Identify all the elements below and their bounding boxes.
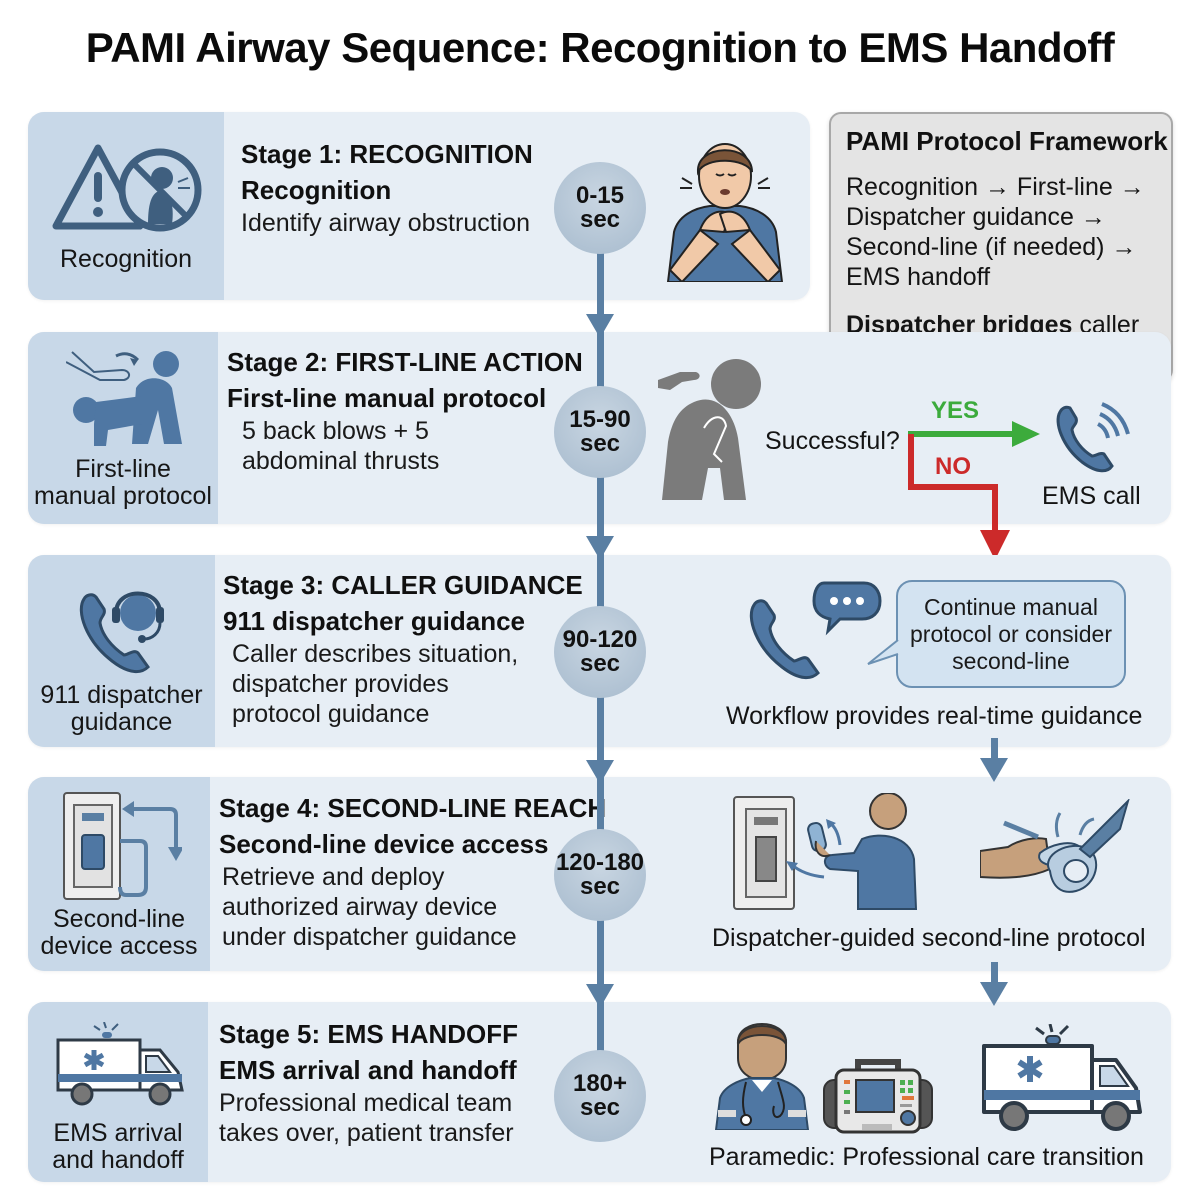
stage-4-text: Stage 4: SECOND-LINE REACH Second-line d… <box>219 790 606 952</box>
stage-5-icon-caption: EMS arrival and handoff <box>52 1119 184 1174</box>
time-badge-stage-2: 15-90 sec <box>554 386 646 478</box>
defibrillator-icon <box>823 1059 933 1134</box>
stage-1-panel: Recognition Stage 1: RECOGNITION Recogni… <box>28 112 810 300</box>
timeline-line-8 <box>597 1002 604 1054</box>
stage-3-label: Stage 3: CALLER GUIDANCE <box>223 570 583 600</box>
right-arrow-2 <box>980 982 1008 1006</box>
stage-2-text: Stage 2: FIRST-LINE ACTION First-line ma… <box>227 344 583 476</box>
no-arrow-head <box>980 530 1010 560</box>
stage-5-panel: EMS arrival and handoff Stage 5: EMS HAN… <box>28 1002 1171 1182</box>
warning-no-breathing-icon <box>52 144 202 232</box>
stage-4-right-caption: Dispatcher-guided second-line protocol <box>712 924 1146 952</box>
bubble-tail <box>867 639 899 665</box>
retrieving-device-icon <box>733 793 918 910</box>
stage-4-icon-caption: Second-line device access <box>40 905 198 960</box>
time-unit: sec <box>579 1094 621 1121</box>
back-blows-icon <box>66 351 182 446</box>
stage-1-icon-panel: Recognition <box>28 112 224 300</box>
timeline-arrow-1 <box>586 314 614 338</box>
timeline-line-1 <box>597 248 604 332</box>
time-badge-stage-3: 90-120 sec <box>554 606 646 698</box>
right-arrow-line-1 <box>991 738 998 762</box>
stage-3-icon-caption: 911 dispatcher guidance <box>40 681 203 736</box>
stage-2-icon-caption: First-line manual protocol <box>34 455 212 510</box>
timeline-arrow-4 <box>586 984 614 1008</box>
stage-1-subtitle: Recognition <box>241 175 392 205</box>
stage-5-right-caption: Paramedic: Professional care transition <box>709 1143 1144 1171</box>
stage-3-icon-panel: 911 dispatcher guidance <box>28 555 215 747</box>
stage-2-icon-panel: First-line manual protocol <box>28 332 218 524</box>
yes-arrow-head <box>1012 421 1040 447</box>
stage-3-subtitle: 911 dispatcher guidance <box>223 606 526 636</box>
time-unit: sec <box>579 206 621 233</box>
ems-call-label: EMS call <box>1042 482 1141 510</box>
back-blow-figure-icon <box>658 359 761 500</box>
decision-no-label: NO <box>935 453 971 480</box>
stage-5-text: Stage 5: EMS HANDOFF EMS arrival and han… <box>219 1016 518 1148</box>
ems-call-phone-icon <box>1056 402 1130 473</box>
timeline-line-6 <box>597 777 604 833</box>
paramedic-icon <box>714 1023 810 1130</box>
stage-1-text: Stage 1: RECOGNITION Recognition Identif… <box>241 136 533 238</box>
timeline-line-2 <box>597 330 604 390</box>
no-arrow-line <box>908 434 998 532</box>
timeline-line-7 <box>597 920 604 1004</box>
guidance-speech-bubble: Continue manual protocol or consider sec… <box>896 580 1126 688</box>
framework-sequence: Recognition → First-line → Dispatcher gu… <box>846 173 1145 291</box>
stage-2-description: 5 back blows + 5 abdominal thrusts <box>242 417 440 475</box>
decision-question: Successful? <box>765 427 900 455</box>
stage-2-subtitle: First-line manual protocol <box>227 383 547 413</box>
device-cabinet-icon <box>63 792 182 900</box>
page-title: PAMI Airway Sequence: Recognition to EMS… <box>85 24 1115 71</box>
timeline-line-4 <box>597 554 604 609</box>
stage-4-icon-panel: Second-line device access <box>28 777 210 971</box>
stage-4-subtitle: Second-line device access <box>219 829 549 859</box>
stage-2-label: Stage 2: FIRST-LINE ACTION <box>227 347 583 377</box>
time-unit: sec <box>579 650 621 677</box>
stage-4-label: Stage 4: SECOND-LINE REACH <box>219 793 607 823</box>
time-value: 90-120 <box>562 626 638 653</box>
timeline-line-3 <box>597 476 604 556</box>
ambulance-large-icon <box>982 1024 1142 1131</box>
stage-1-icon-caption: Recognition <box>59 245 193 273</box>
phone-chat-icon <box>749 581 882 679</box>
decision-yes-label: YES <box>931 397 980 424</box>
stage-5-description: Professional medical team takes over, pa… <box>219 1089 514 1147</box>
stage-5-subtitle: EMS arrival and handoff <box>219 1055 517 1085</box>
timeline-arrow-3 <box>586 760 614 784</box>
stage-3-right-caption: Workflow provides real-time guidance <box>726 702 1143 730</box>
stage-4-description: Retrieve and deploy authorized airway de… <box>222 863 517 951</box>
stage-3-text: Stage 3: CALLER GUIDANCE 911 dispatcher … <box>223 567 583 729</box>
time-value: 0-15 <box>575 182 625 209</box>
time-unit: sec <box>579 873 621 900</box>
stage-5-icon-panel: EMS arrival and handoff <box>28 1002 208 1182</box>
framework-title: PAMI Protocol Framework <box>846 126 1168 156</box>
timeline-line-5 <box>597 697 604 779</box>
time-value: 180+ <box>572 1070 628 1097</box>
stage-1-description: Identify airway obstruction <box>241 209 531 237</box>
time-value: 15-90 <box>569 406 631 433</box>
choking-person-icon <box>666 143 784 282</box>
time-value: 120-180 <box>555 849 645 876</box>
phone-headset-icon <box>79 591 164 673</box>
airway-device-hand-icon <box>980 799 1130 893</box>
stage-1-label: Stage 1: RECOGNITION <box>241 139 533 169</box>
right-arrow-line-2 <box>991 962 998 986</box>
time-unit: sec <box>579 430 621 457</box>
time-badge-stage-4: 120-180 sec <box>554 829 646 921</box>
time-badge-stage-1: 0-15 sec <box>554 162 646 254</box>
time-badge-stage-5: 180+ sec <box>554 1050 646 1142</box>
ambulance-icon <box>56 1022 184 1106</box>
stage-3-description: Caller describes situation, dispatcher p… <box>232 640 519 728</box>
stage-5-label: Stage 5: EMS HANDOFF <box>219 1019 519 1049</box>
right-arrow-1 <box>980 758 1008 782</box>
timeline-arrow-2 <box>586 536 614 560</box>
